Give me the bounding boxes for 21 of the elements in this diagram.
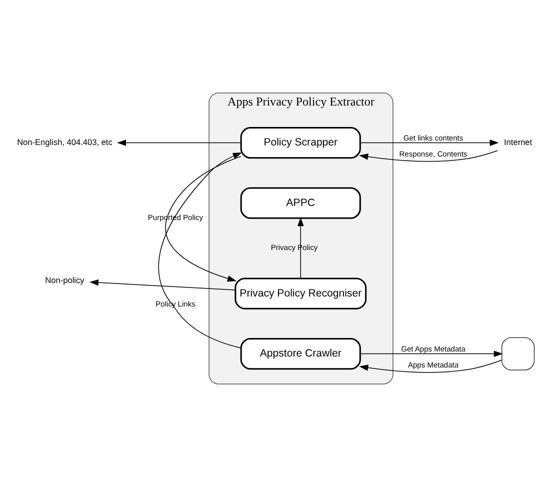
arrow: [89, 279, 236, 290]
node-box: Policy Scrapper: [240, 126, 361, 159]
arrow: [165, 156, 242, 282]
node-box: APPC: [240, 187, 361, 219]
arrow: [360, 350, 503, 357]
node-text: Non-policy: [45, 274, 84, 285]
node-box: Privacy Policy Recogniser: [234, 278, 367, 310]
edge-label: Get Apps Metadata: [401, 344, 466, 354]
arrow: [360, 140, 499, 146]
edge-label: Response, Contents: [399, 149, 468, 158]
arrow: [158, 152, 242, 348]
arrow: [297, 217, 304, 279]
node-text: Internet: [504, 136, 532, 147]
node-text: Non-English, 404.403, etc: [17, 136, 112, 147]
edge-label: Get links contents: [403, 134, 464, 143]
edge-label: Apps Metadata: [408, 360, 459, 370]
arrow: [359, 360, 502, 373]
arrow: [116, 140, 242, 146]
node-box: [501, 337, 535, 370]
node-box: Appstore Crawler: [240, 338, 361, 370]
arrow: [359, 150, 498, 162]
